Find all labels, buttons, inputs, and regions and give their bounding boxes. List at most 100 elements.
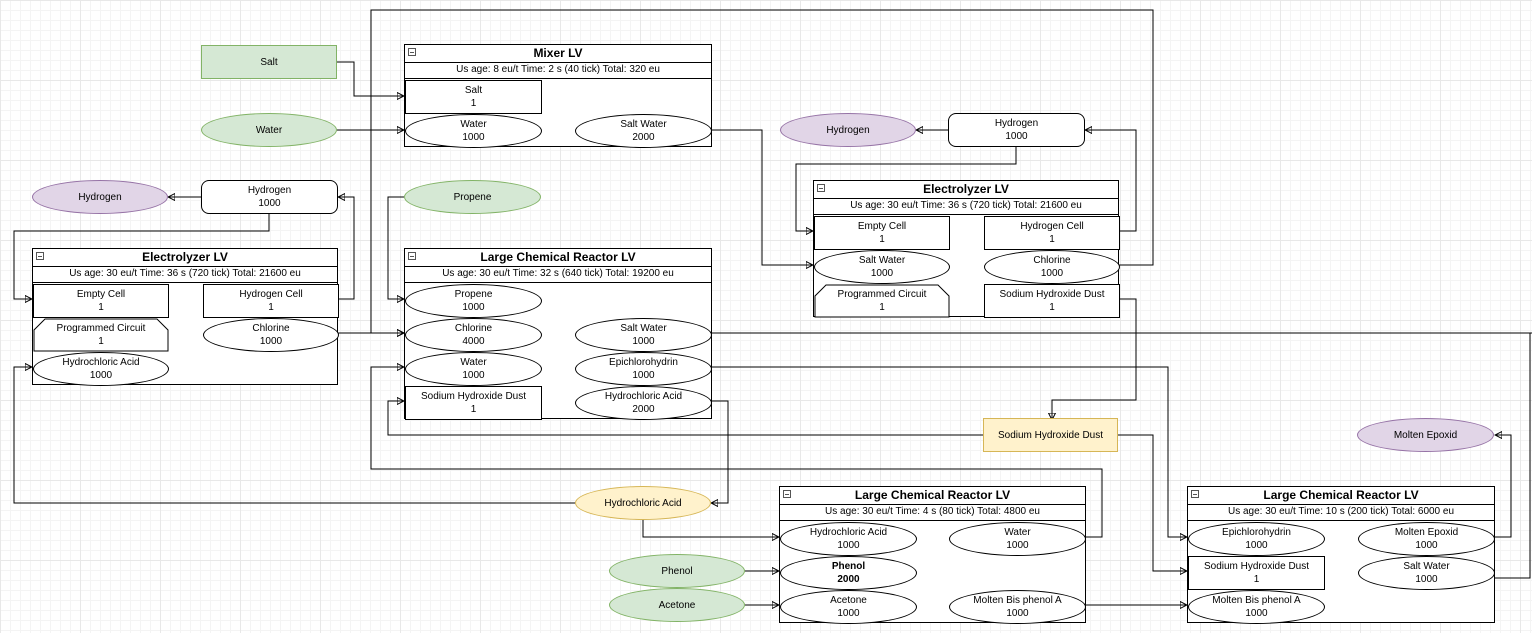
machine-mixer[interactable]: Mixer LV Us age: 8 eu/t Time: 2 s (40 ti… <box>404 44 712 148</box>
terminal-propene[interactable]: Propene <box>404 180 541 214</box>
item-name: Empty Cell <box>857 221 907 232</box>
terminal-label: Hydrogen <box>78 191 122 203</box>
output-slot[interactable]: Sodium Hydroxide Dust 1 <box>984 284 1120 318</box>
item-amount: 1000 <box>89 370 113 381</box>
terminal-molten-epoxid[interactable]: Molten Epoxid <box>1357 418 1494 452</box>
item-amount: 1000 <box>1006 540 1029 551</box>
machine-header: Large Chemical Reactor LV <box>780 487 1085 505</box>
collapse-icon[interactable] <box>817 184 825 192</box>
terminal-hydrogen-left[interactable]: Hydrogen <box>32 180 168 214</box>
collapse-icon[interactable] <box>408 48 416 56</box>
collapse-icon[interactable] <box>408 252 416 260</box>
machine-electrolyzer-left[interactable]: Electrolyzer LV Us age: 30 eu/t Time: 36… <box>32 248 339 386</box>
machine-header: Electrolyzer LV <box>33 249 337 267</box>
output-slot[interactable]: Salt Water 2000 <box>575 114 712 148</box>
machine-lcr-epichlorohydrin[interactable]: Large Chemical Reactor LV Us age: 30 eu/… <box>404 248 712 420</box>
item-name: Water <box>1004 527 1031 538</box>
item-name: Hydrogen <box>247 185 292 196</box>
input-slot[interactable]: Hydrochloric Acid 1000 <box>33 352 169 386</box>
item-amount: 2000 <box>632 132 655 143</box>
item-amount: 1 <box>470 404 477 415</box>
item-name: Salt Water <box>620 119 667 130</box>
item-name: Hydrochloric Acid <box>62 357 140 368</box>
terminal-sodium-hydroxide-dust[interactable]: Sodium Hydroxide Dust <box>983 418 1118 452</box>
item-name: Chlorine <box>1033 255 1071 266</box>
item-amount: 1000 <box>632 336 655 347</box>
item-name: Empty Cell <box>76 289 126 300</box>
terminal-water[interactable]: Water <box>201 113 337 147</box>
item-name: Propene <box>454 289 493 300</box>
input-slot[interactable]: Empty Cell 1 <box>33 284 169 318</box>
machine-usage: Us age: 30 eu/t Time: 36 s (720 tick) To… <box>814 198 1118 215</box>
item-name: Salt Water <box>620 323 667 334</box>
collapse-icon[interactable] <box>1191 490 1199 498</box>
machine-title: Large Chemical Reactor LV <box>480 250 636 264</box>
machine-electrolyzer-right[interactable]: Electrolyzer LV Us age: 30 eu/t Time: 36… <box>813 180 1120 318</box>
item-amount: 1000 <box>1415 540 1438 551</box>
terminal-phenol[interactable]: Phenol <box>609 554 745 588</box>
item-amount: 1000 <box>1040 268 1064 279</box>
input-slot[interactable]: Propene 1000 <box>405 284 542 318</box>
terminal-salt[interactable]: Salt <box>201 45 337 79</box>
terminal-acetone[interactable]: Acetone <box>609 588 745 622</box>
output-slot[interactable]: Water 1000 <box>949 522 1086 556</box>
output-slot[interactable]: Salt Water 1000 <box>575 318 712 352</box>
input-slot[interactable]: Programmed Circuit 1 <box>814 284 950 318</box>
item-name: Acetone <box>830 595 867 606</box>
item-amount: 1 <box>1049 302 1055 313</box>
hydrogen-output-right[interactable]: Hydrogen 1000 <box>948 113 1085 147</box>
item-name: Chlorine <box>454 323 493 334</box>
hydrogen-output-left[interactable]: Hydrogen 1000 <box>201 180 338 214</box>
item-name: Programmed Circuit <box>837 289 927 300</box>
item-name: Sodium Hydroxide Dust <box>1203 561 1310 572</box>
item-amount: 1 <box>98 302 104 313</box>
item-name: Salt Water <box>858 255 906 266</box>
output-slot[interactable]: Chlorine 1000 <box>984 250 1120 284</box>
input-slot[interactable]: Phenol 2000 <box>780 556 917 590</box>
terminal-label: Acetone <box>658 599 696 611</box>
edge-saltwater-to-electrolyzer <box>711 129 813 265</box>
item-name: Phenol <box>831 561 866 572</box>
item-amount: 1000 <box>1006 608 1029 619</box>
item-name: Hydrogen Cell <box>239 289 303 300</box>
item-name: Sodium Hydroxide Dust <box>999 289 1105 300</box>
item-amount: 1000 <box>1005 131 1028 142</box>
item-amount: 2000 <box>837 574 860 585</box>
collapse-icon[interactable] <box>783 490 791 498</box>
machine-usage: Us age: 30 eu/t Time: 10 s (200 tick) To… <box>1188 504 1494 521</box>
item-amount: 1 <box>879 302 885 313</box>
machine-header: Large Chemical Reactor LV <box>405 249 711 267</box>
machine-lcr-epoxid[interactable]: Large Chemical Reactor LV Us age: 30 eu/… <box>1187 486 1495 624</box>
item-name: Chlorine <box>252 323 290 334</box>
machine-header: Large Chemical Reactor LV <box>1188 487 1494 505</box>
machine-lcr-bisphenol[interactable]: Large Chemical Reactor LV Us age: 30 eu/… <box>779 486 1086 624</box>
item-amount: 1000 <box>1245 608 1268 619</box>
item-amount: 1000 <box>462 302 485 313</box>
terminal-hydrochloric-acid[interactable]: Hydrochloric Acid <box>575 486 711 520</box>
machine-title: Large Chemical Reactor LV <box>854 488 1011 502</box>
collapse-icon[interactable] <box>36 252 44 260</box>
terminal-hydrogen-right[interactable]: Hydrogen <box>780 113 916 147</box>
